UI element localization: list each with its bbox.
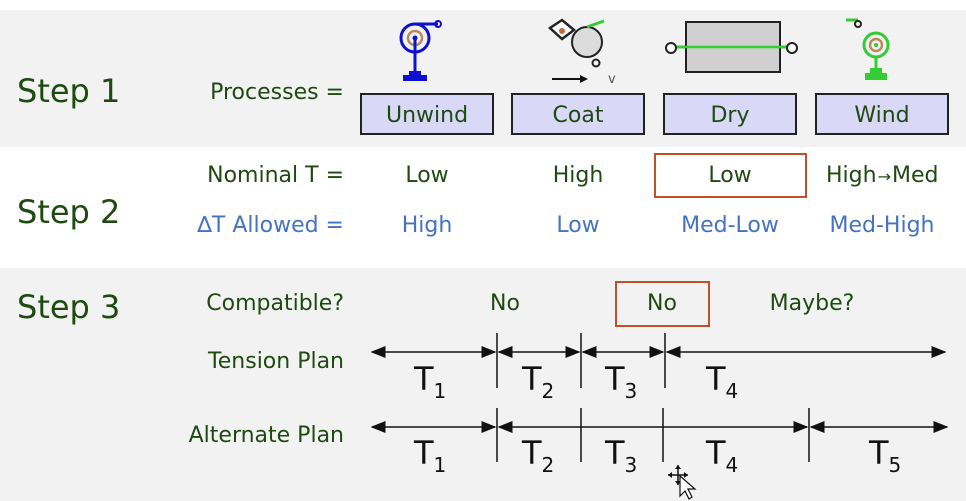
arrow-right-icon: → [877, 167, 891, 186]
tension-t2: T2 [521, 360, 554, 403]
compatible-unwind-coat: No [490, 291, 520, 316]
allowed-wind: Med-High [829, 213, 935, 238]
nominal-dry: Low [708, 163, 752, 188]
alternate-t4: T4 [705, 434, 738, 477]
step2-title: Step 2 [17, 193, 121, 231]
nominal-t-label: Nominal T = [207, 163, 344, 188]
alternate-t5: T5 [868, 434, 901, 477]
move-cursor-icon[interactable] [668, 465, 697, 500]
delta-t-allowed-label: ∆T Allowed = [197, 213, 344, 238]
process-unwind: Unwind [360, 93, 494, 135]
alternate-t1: T1 [413, 434, 446, 477]
coat-icon-text: v [608, 72, 616, 87]
compatible-dry-wind: Maybe? [769, 291, 855, 316]
compatible-coat-dry: No [647, 291, 677, 316]
coater-icon: v [547, 18, 616, 87]
winder-roll-icon [846, 18, 890, 80]
process-dry: Dry [663, 93, 797, 135]
tension-plan-timeline: T1 T2 T3 T4 [370, 333, 947, 403]
nominal-wind: High→Med [826, 163, 938, 188]
tension-t3: T3 [604, 360, 637, 403]
nominal-coat: High [552, 163, 604, 188]
allowed-coat: Low [556, 213, 600, 238]
process-coat: Coat [511, 93, 645, 135]
step1-title: Step 1 [17, 72, 121, 110]
alternate-t2: T2 [521, 434, 554, 477]
alternate-t3: T3 [604, 434, 637, 477]
process-wind: Wind [815, 93, 949, 135]
unwind-roll-icon [399, 20, 442, 81]
alternate-plan-label: Alternate Plan [188, 423, 344, 448]
compatible-label: Compatible? [206, 291, 344, 316]
nominal-wind-from: High [826, 163, 877, 188]
step3-title: Step 3 [17, 288, 121, 326]
alternate-plan-timeline: T1 T2 T3 T4 T5 [370, 408, 949, 477]
nominal-unwind: Low [405, 163, 449, 188]
processes-label: Processes = [210, 80, 344, 105]
nominal-dry-highlight [654, 153, 807, 198]
tension-t1: T1 [413, 360, 446, 403]
nominal-wind-to: Med [891, 163, 939, 188]
tension-plan-label: Tension Plan [208, 349, 344, 374]
compatible-highlight [615, 281, 710, 327]
step3-band [0, 268, 966, 501]
allowed-dry: Med-Low [681, 213, 779, 238]
dryer-icon [665, 21, 798, 73]
allowed-unwind: High [401, 213, 453, 238]
tension-t4: T4 [705, 360, 738, 403]
